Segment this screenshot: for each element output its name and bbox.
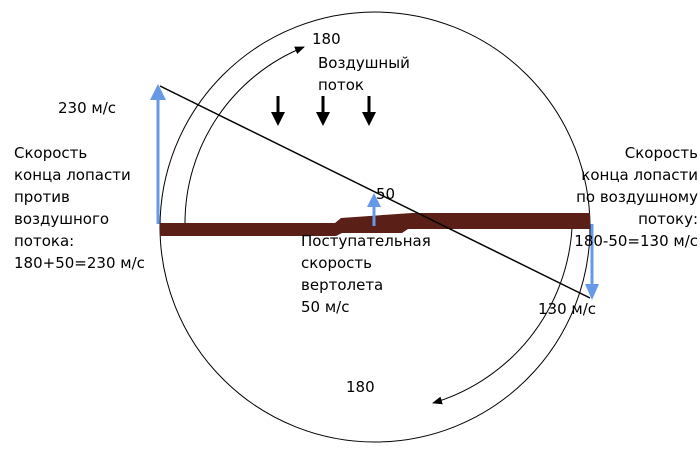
rotation-arc-upper [184, 46, 305, 225]
rotation-speed-top-label: 180 [312, 30, 341, 48]
forward-velocity-arrow-head [367, 193, 381, 207]
rotation-speed-bottom-label: 180 [346, 378, 375, 396]
airflow-arrow-head [362, 112, 376, 126]
right-tip-velocity-arrow-head [585, 284, 599, 300]
right-tip-description: Скорость конца лопасти по воздушному пот… [574, 144, 698, 250]
rotation-arc-lower [432, 227, 573, 405]
forward-speed-description: Поступательная скорость вертолета 50 м/с [301, 232, 431, 316]
airflow-arrow-head [316, 112, 330, 126]
velocity-distribution-line [159, 85, 591, 299]
airflow-arrows [271, 96, 376, 126]
airflow-arrow-head [271, 112, 285, 126]
airflow-label: Воздушный поток [318, 54, 410, 94]
right-tip-speed-label: 130 м/с [538, 300, 597, 318]
left-tip-velocity-arrow-head [150, 84, 166, 100]
forward-speed-value-label: 50 [376, 185, 396, 203]
left-tip-speed-label: 230 м/с [58, 99, 117, 117]
left-tip-description: Скорость конца лопасти против воздушного… [14, 144, 145, 272]
